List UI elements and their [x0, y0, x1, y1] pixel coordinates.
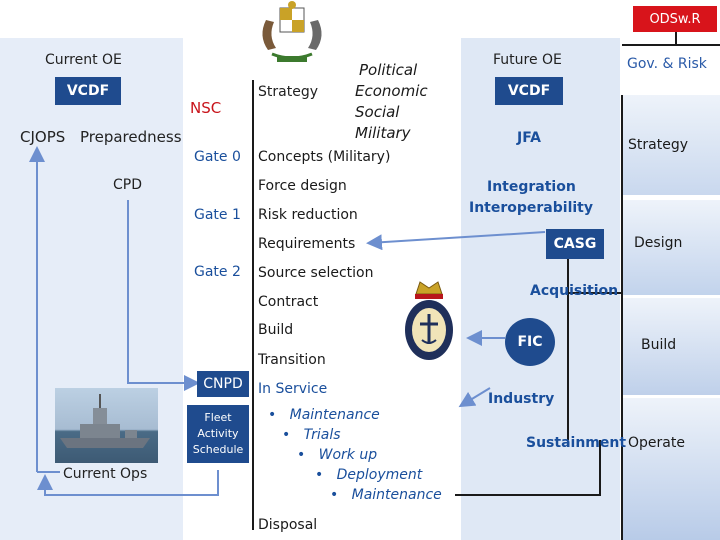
- ship-photo-icon: [55, 388, 158, 463]
- nsc-label: NSC: [190, 99, 222, 117]
- cnpd-box: CNPD: [197, 371, 249, 397]
- cjops-label: CJOPS: [20, 128, 66, 146]
- in-service-label: In Service: [258, 381, 328, 397]
- fleet-current-ops-arrow: [37, 470, 219, 496]
- activity-line: Activity: [197, 427, 239, 440]
- vcdf-right-box: VCDF: [495, 77, 563, 105]
- service-item-maintenance: • Maintenance: [268, 407, 380, 423]
- build-right-label: Build: [641, 337, 677, 353]
- gov-strategy-band: [622, 95, 720, 195]
- service-item-work-up: • Work up: [297, 447, 378, 463]
- coat-of-arms-icon: [252, 0, 332, 70]
- industry-label: Industry: [488, 391, 555, 407]
- pesm-economic: Economic: [355, 82, 428, 100]
- disposal-label: Disposal: [258, 517, 318, 533]
- jfa-label: JFA: [517, 130, 542, 146]
- service-item-deployment: • Deployment: [315, 467, 423, 483]
- fleet-schedule-box: Fleet Activity Schedule: [187, 405, 249, 463]
- sustainment-line: [455, 440, 601, 496]
- gate1-label: Gate 1: [194, 207, 241, 223]
- requirements-label: Requirements: [258, 236, 356, 252]
- vcdf-left-box: VCDF: [55, 77, 121, 105]
- current-ops-label: Current Ops: [63, 466, 148, 482]
- risk-reduction-label: Risk reduction: [258, 207, 358, 223]
- current-oe-label: Current OE: [45, 52, 122, 68]
- build-label: Build: [258, 322, 294, 338]
- schedule-line: Schedule: [192, 443, 244, 456]
- transition-label: Transition: [258, 352, 326, 368]
- integration-label: Integration: [487, 179, 576, 195]
- sustainment-label: Sustainment: [526, 435, 627, 451]
- source-selection-label: Source selection: [258, 265, 374, 281]
- pesm-list: Political Economic Social Military: [355, 60, 428, 144]
- service-item-trials: • Trials: [282, 427, 341, 443]
- pesm-military: Military: [355, 124, 411, 142]
- gov-design-band: [622, 200, 720, 295]
- industry-arrow: [458, 387, 491, 408]
- force-design-label: Force design: [258, 178, 347, 194]
- concepts-label: Concepts (Military): [258, 149, 391, 165]
- acquisition-label: Acquisition: [530, 283, 619, 299]
- strategy-right-label: Strategy: [628, 137, 688, 153]
- preparedness-label: Preparedness: [80, 128, 182, 146]
- contract-label: Contract: [258, 294, 319, 310]
- odswr-badge: ODSw.R: [633, 6, 717, 32]
- gate0-label: Gate 0: [194, 149, 241, 165]
- cpd-cnpd-arrow: [127, 200, 200, 391]
- pesm-political: Political: [359, 61, 418, 79]
- fleet-line: Fleet: [204, 411, 232, 424]
- future-oe-label: Future OE: [493, 52, 562, 68]
- gov-risk-label: Gov. & Risk: [627, 56, 707, 72]
- operate-label: Operate: [628, 435, 685, 451]
- gov-operate-band: [622, 398, 720, 540]
- interoperability-label: Interoperability: [469, 200, 593, 216]
- navy-crest-icon: [398, 280, 460, 364]
- pesm-social: Social: [355, 103, 400, 121]
- fic-label: FIC: [517, 334, 543, 350]
- strategy-label: Strategy: [258, 84, 318, 100]
- gate2-label: Gate 2: [194, 264, 241, 280]
- gov-build-band: [622, 298, 720, 395]
- service-items: • Maintenance • Trials • Work up • Deplo…: [262, 405, 442, 505]
- fic-box: FIC: [505, 318, 555, 366]
- service-item-maintenance-2: • Maintenance: [330, 487, 442, 503]
- casg-requirements-arrow: [366, 231, 546, 251]
- cpd-label: CPD: [113, 177, 142, 193]
- casg-box: CASG: [546, 229, 604, 259]
- right-panel: [461, 38, 620, 540]
- design-label: Design: [634, 235, 683, 251]
